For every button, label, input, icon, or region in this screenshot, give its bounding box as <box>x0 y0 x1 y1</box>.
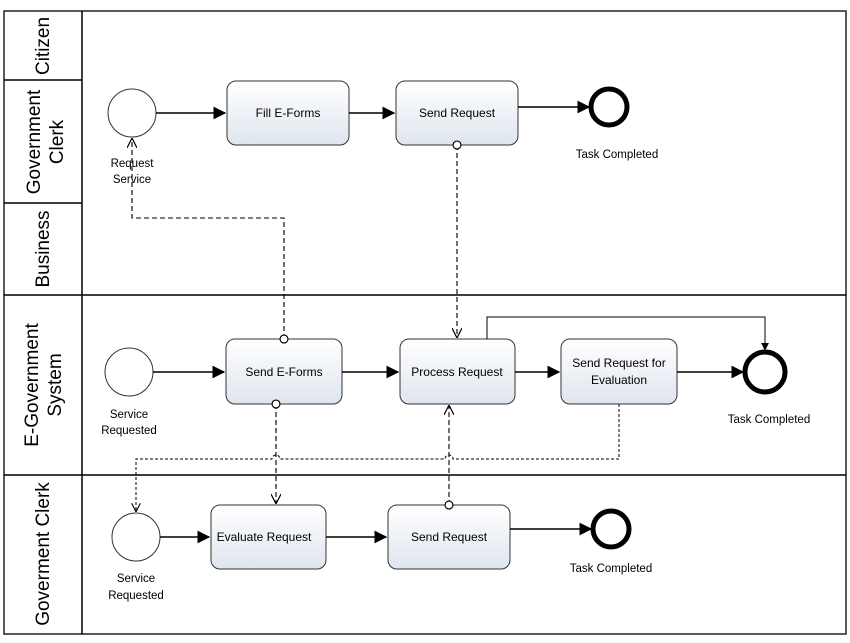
task-label-fill-eforms: Fill E-Forms <box>256 106 321 120</box>
task-label-process-request: Process Request <box>411 365 503 379</box>
task-send-request-for-evaluation[interactable] <box>560 338 678 405</box>
task-label-send-request-for-evaluation-line1: Send Request for <box>572 356 665 370</box>
end-event-task-completed-bottom[interactable] <box>590 508 632 550</box>
event-label-service-requested-middle-line2: Requested <box>101 425 157 437</box>
message-flows <box>132 139 620 511</box>
event-label-service-requested-bottom-line1: Service <box>117 573 155 585</box>
start-event-service-requested-bottom[interactable] <box>111 512 161 562</box>
lane-label-citizen: Citizen <box>33 17 54 75</box>
end-event-task-completed-middle[interactable] <box>742 349 788 395</box>
clerk-pool-elements: Service Requested Evaluate Request Send … <box>108 504 652 602</box>
lane-label-government-clerk-line1: Government <box>24 89 45 194</box>
lane-label-egov-line1: E-Government <box>22 323 43 447</box>
task-label-send-request-for-evaluation-line2: Evaluation <box>591 373 647 387</box>
end-event-task-completed-top[interactable] <box>588 86 630 128</box>
event-label-task-completed-middle: Task Completed <box>728 414 810 426</box>
pool-top-frame <box>3 10 847 296</box>
event-label-task-completed-top: Task Completed <box>576 149 658 161</box>
sequence-flow-process-to-complete-bypass <box>486 316 769 351</box>
top-pool-elements: Request Service Fill E-Forms Send Reques… <box>107 80 658 186</box>
event-label-task-completed-bottom: Task Completed <box>570 563 652 575</box>
message-flow-evaluation-to-service-requested <box>136 404 620 511</box>
task-label-send-request-top: Send Request <box>419 106 496 120</box>
message-flow-send-eforms-to-request-service <box>132 139 284 339</box>
lane-label-goverment-clerk: Goverment Clerk <box>33 482 54 626</box>
start-event-service-requested-middle[interactable] <box>104 347 154 397</box>
event-label-service-requested-middle-line1: Service <box>110 409 148 421</box>
lane-label-business: Business <box>33 210 54 287</box>
start-event-request-service[interactable] <box>107 88 157 138</box>
egov-pool-elements: Service Requested Send E-Forms Process R… <box>101 316 810 437</box>
lane-labels: Citizen Government Clerk Business E-Gove… <box>22 17 68 626</box>
lane-label-egov-line2: System <box>45 353 66 416</box>
event-label-service-requested-bottom-line2: Requested <box>108 590 164 602</box>
task-label-send-request-bottom: Send Request <box>411 530 488 544</box>
task-label-evaluate-request: Evaluate Request <box>217 530 312 544</box>
lane-label-government-clerk-line2: Clerk <box>47 119 68 164</box>
pool-frames <box>3 10 847 635</box>
task-label-send-eforms: Send E-Forms <box>245 365 322 379</box>
pool-clerk-frame <box>3 474 847 635</box>
